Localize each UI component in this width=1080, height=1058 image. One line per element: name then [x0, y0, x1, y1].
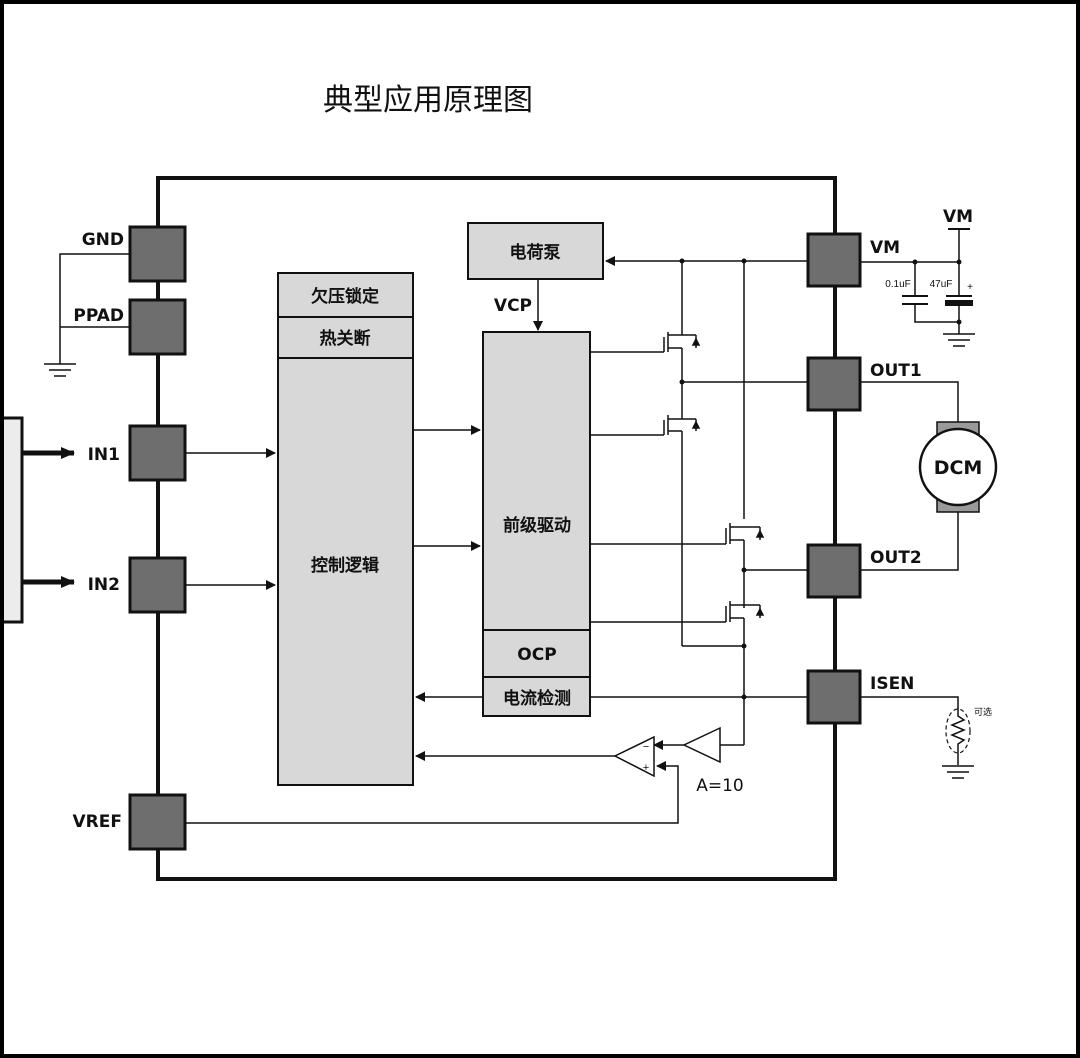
label-in2: IN2	[88, 575, 120, 595]
mosfet-low-side-1	[590, 415, 701, 436]
label-ppad: PPAD	[73, 306, 124, 326]
pin-vref	[128, 793, 187, 851]
current-detect-label: 电流检测	[503, 688, 571, 709]
cap2-polarity-label: +	[967, 282, 973, 293]
pin-out2	[806, 543, 862, 599]
svg-text:+: +	[643, 762, 649, 774]
vm-supply-label: VM	[943, 207, 973, 227]
comparator-icon	[613, 735, 655, 778]
label-vref: VREF	[73, 812, 122, 832]
ocp-label: OCP	[517, 645, 556, 665]
vref-wire	[185, 761, 679, 824]
charge-pump-label: 电荷泵	[510, 242, 561, 263]
label-out2: OUT2	[870, 548, 922, 568]
control-logic-block	[277, 272, 414, 786]
motor-label: DCM	[934, 457, 983, 479]
sense-resistor-icon	[950, 712, 966, 765]
predriver-label: 前级驱动	[503, 515, 571, 536]
label-in1: IN1	[88, 445, 120, 465]
pin-in1	[128, 424, 187, 482]
optional-region-marker	[945, 708, 971, 754]
ic-outline	[156, 176, 837, 881]
pin-vm	[806, 232, 862, 288]
pin-gnd	[128, 225, 187, 283]
cap2-label: 47uF	[930, 279, 953, 290]
optional-label: 可选	[974, 706, 992, 717]
pin-in2	[128, 556, 187, 614]
pin-ppad	[128, 298, 187, 356]
uvlo-label: 欠压锁定	[311, 286, 379, 307]
tsd-label: 热关断	[320, 328, 371, 349]
capacitor-47uf-icon	[945, 295, 973, 306]
control-logic-label: 控制逻辑	[311, 555, 379, 576]
amplifier-icon	[682, 726, 721, 764]
pin-isen	[806, 669, 862, 725]
diagram-paper: 典型应用原理图 GND PPAD IN1 IN2 VREF 欠压锁定 热关断 控…	[4, 4, 1076, 1054]
ground-icon	[942, 765, 974, 779]
svg-text:−: −	[643, 741, 649, 753]
cap1-label: 0.1uF	[885, 279, 911, 290]
ground-icon	[44, 363, 76, 377]
capacitor-0.1uf-icon	[902, 295, 928, 305]
label-vm: VM	[870, 238, 900, 258]
label-isen: ISEN	[870, 674, 914, 694]
label-out1: OUT1	[870, 361, 922, 381]
predriver-block	[482, 331, 591, 717]
dc-motor-icon	[918, 427, 998, 507]
pin-out1	[806, 356, 862, 412]
vcp-label: VCP	[494, 296, 532, 316]
diagram-title: 典型应用原理图	[323, 83, 533, 118]
mosfet-low-side-2	[590, 601, 765, 623]
external-controller-box	[4, 416, 24, 624]
mosfet-high-side-1	[590, 332, 701, 353]
amp-gain-label: A=10	[696, 776, 744, 796]
charge-pump-block	[467, 222, 604, 280]
label-gnd: GND	[82, 230, 124, 250]
circuit-diagram: 典型应用原理图 GND PPAD IN1 IN2 VREF 欠压锁定 热关断 控…	[4, 83, 998, 881]
mosfet-high-side-2	[590, 523, 765, 545]
ground-icon	[943, 333, 975, 347]
